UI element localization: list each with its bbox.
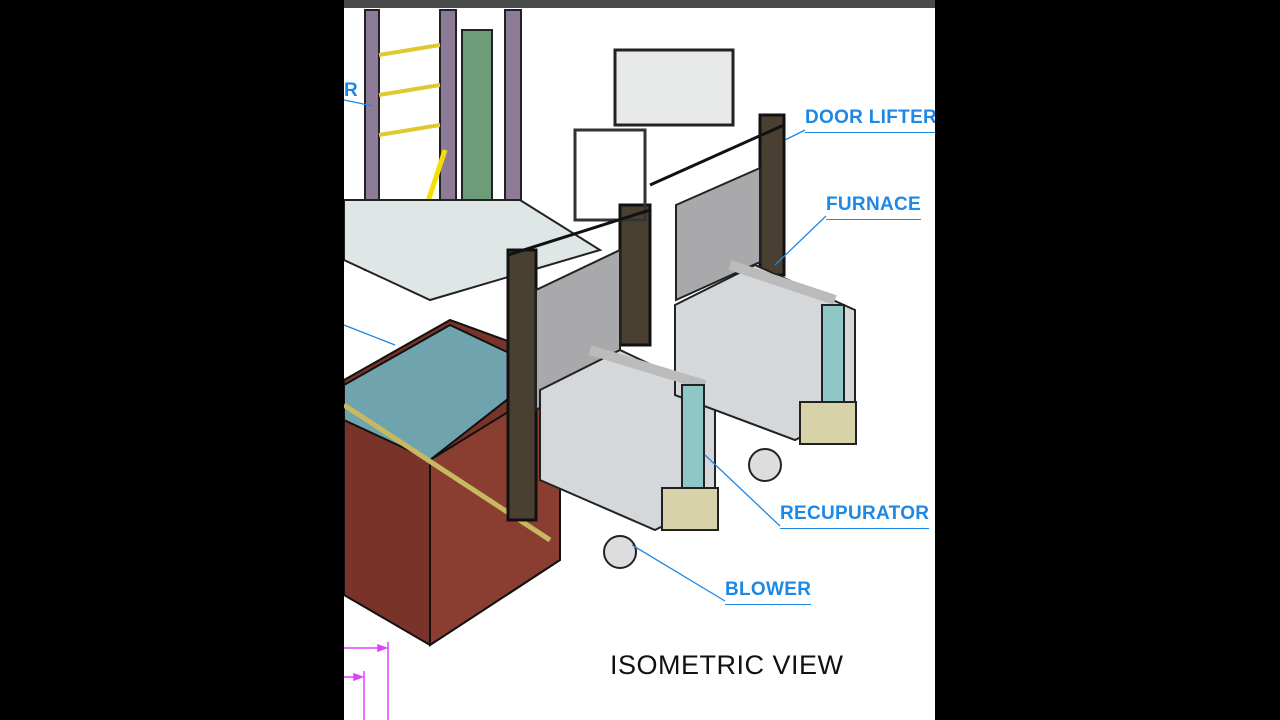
- leader-lines: [344, 99, 827, 602]
- top-toolbar-strip: [344, 0, 935, 8]
- label-blower: BLOWER: [725, 579, 812, 605]
- door-lifter-frames: [506, 48, 786, 522]
- drawing-sheet: R DOOR LIFTER FURNACE RECUPURATOR BLOWER…: [344, 0, 935, 720]
- dimension-lines: [344, 642, 389, 720]
- label-recuperator: RECUPURATOR: [780, 503, 930, 529]
- furnace-units: [539, 260, 857, 569]
- label-partial: R: [344, 80, 359, 101]
- label-furnace: FURNACE: [826, 194, 921, 220]
- left-tower: [344, 9, 603, 302]
- view-title: ISOMETRIC VIEW: [610, 650, 844, 680]
- label-door-lifter: DOOR LIFTER: [805, 107, 935, 133]
- isometric-drawing: [344, 9, 857, 720]
